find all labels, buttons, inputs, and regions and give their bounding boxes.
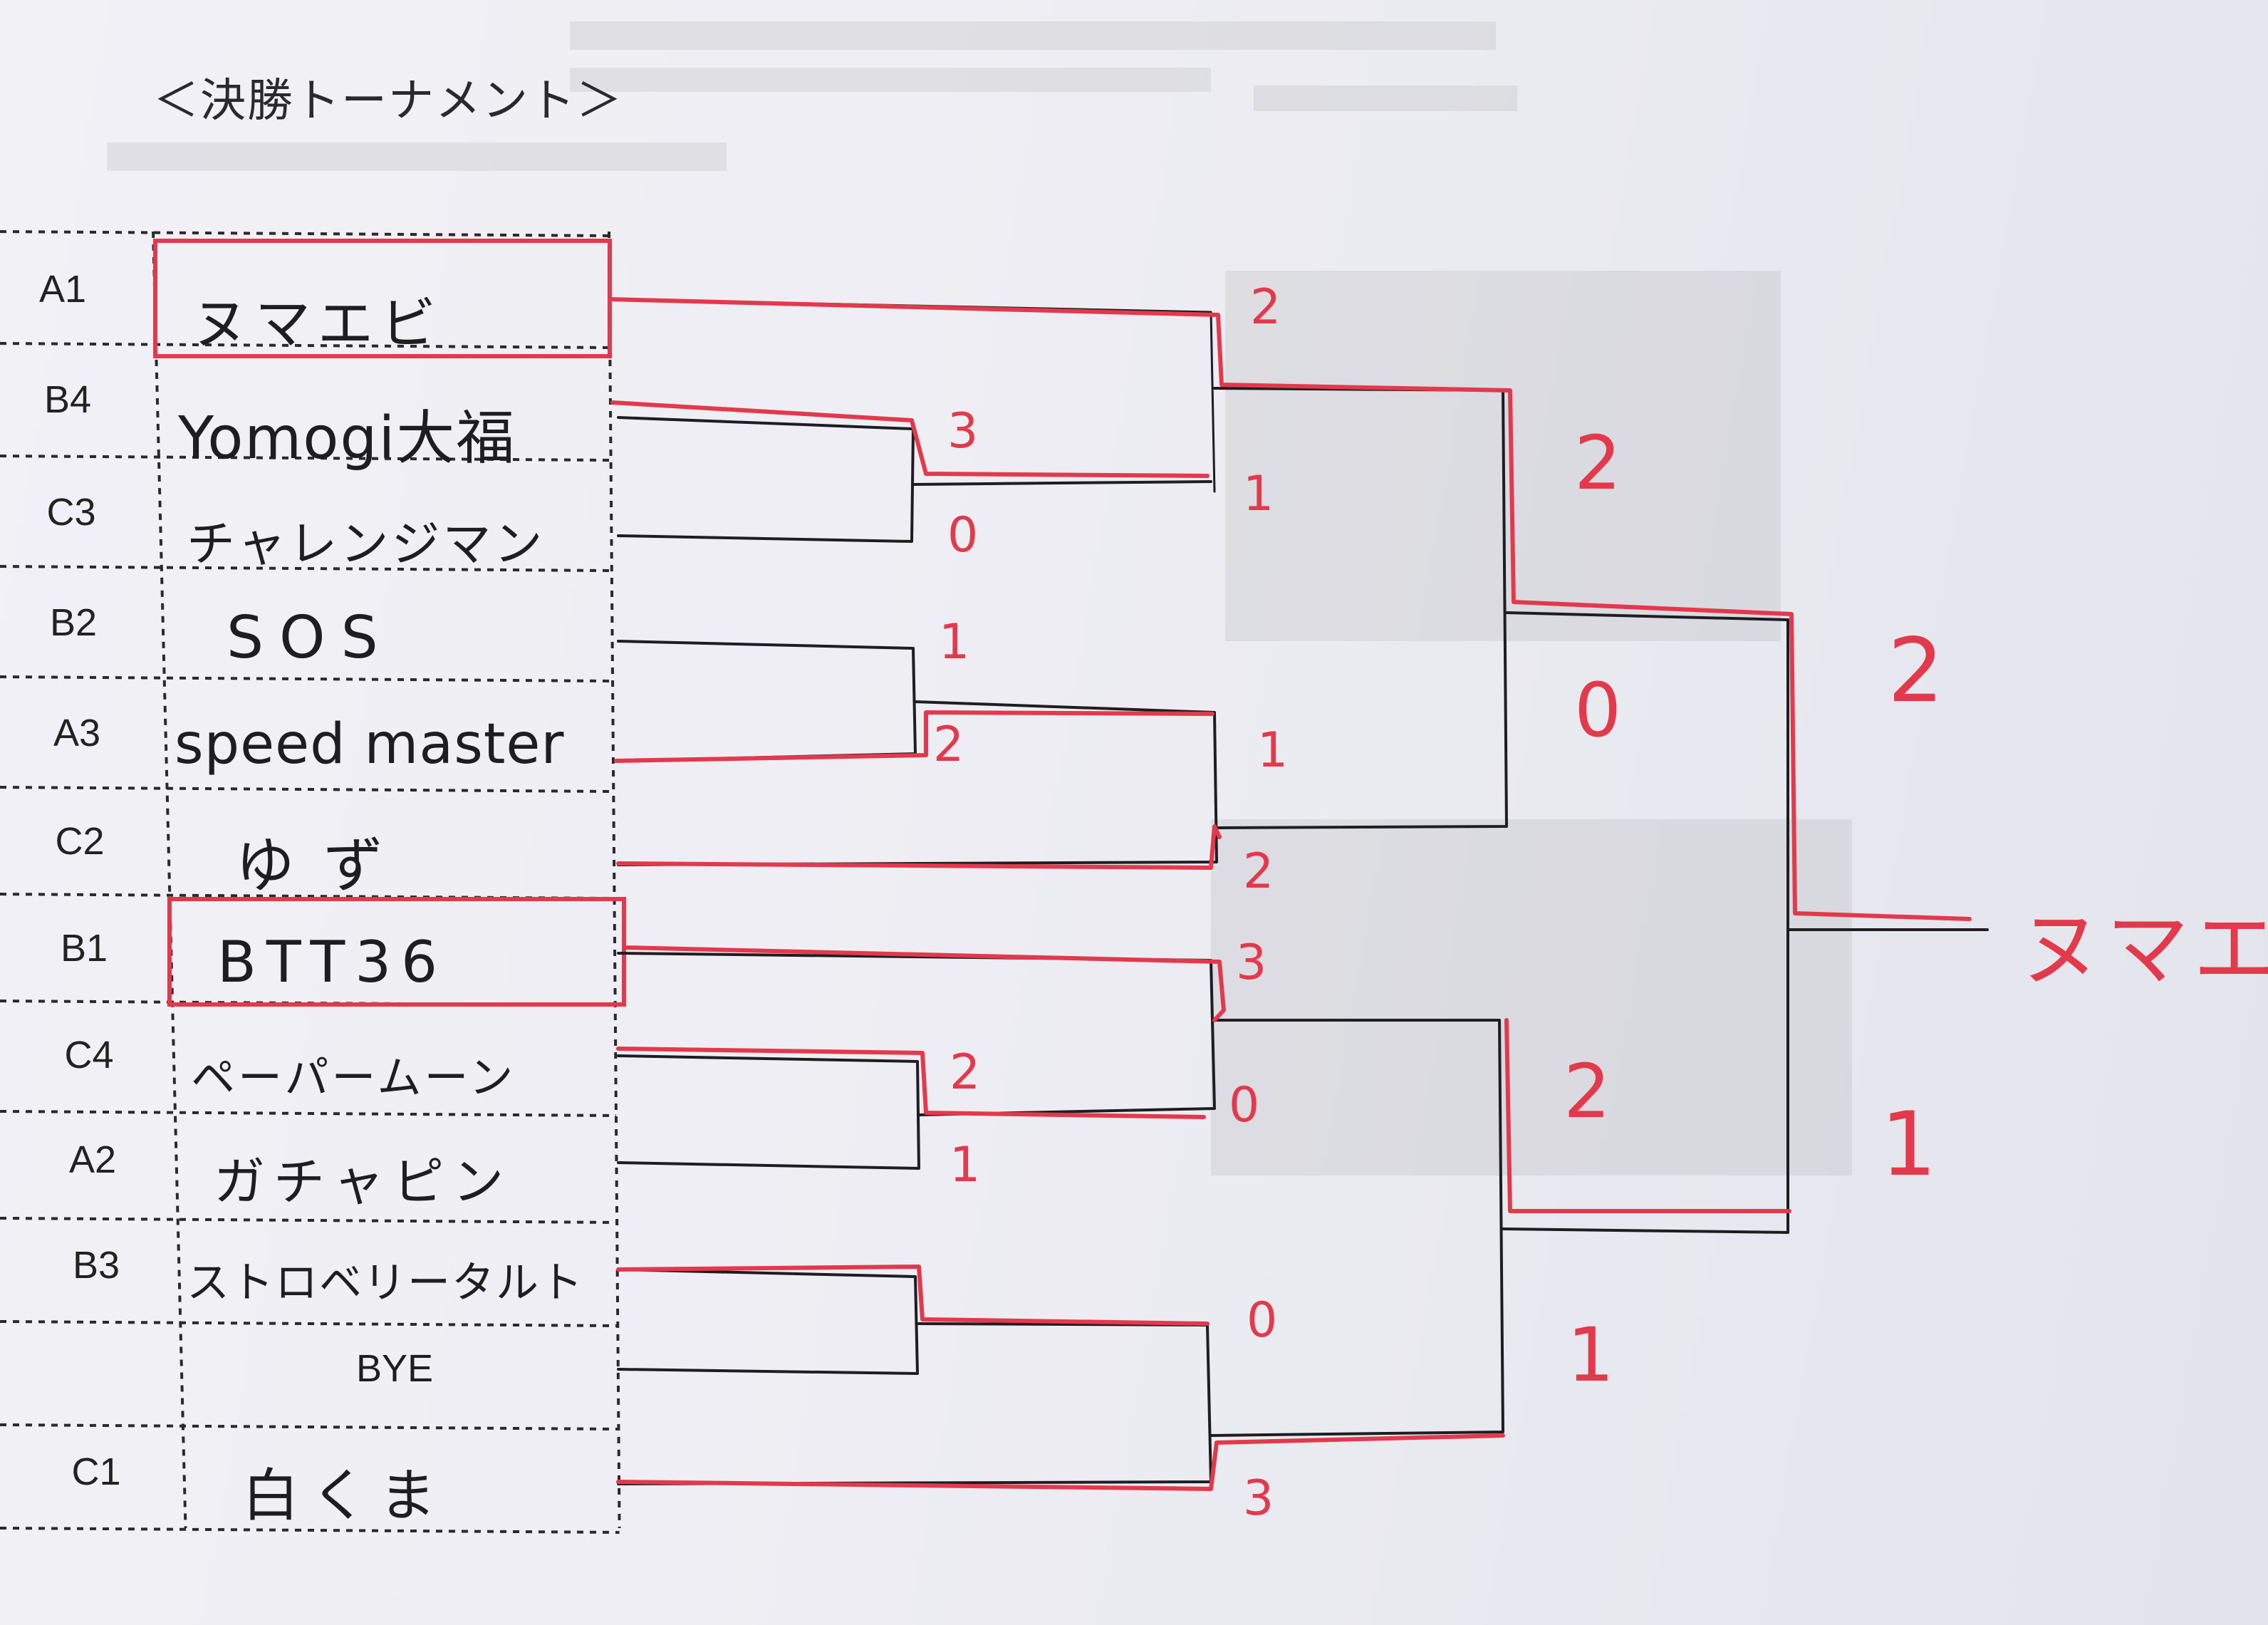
seed-label: B2 xyxy=(49,601,98,644)
seed-label: A2 xyxy=(68,1138,117,1181)
bracket-line-r1-m3 xyxy=(617,1054,920,1170)
champion-name: ヌマエビ xyxy=(2019,901,2268,997)
seed-label: A1 xyxy=(38,268,87,311)
winner-path-sf2 xyxy=(1504,1018,1791,1213)
score-r1-m1-bottom: 0 xyxy=(947,507,979,564)
seed-label: C4 xyxy=(64,1034,114,1076)
score-sf-m2-bottom: 1 xyxy=(1567,1312,1615,1398)
team-name-b1: BTT36 xyxy=(217,929,448,995)
grid-row-line xyxy=(0,230,610,237)
grid-column-line xyxy=(608,231,621,1529)
score-r1-m2-bottom: 2 xyxy=(933,717,964,773)
score-r2-m2-top: 1 xyxy=(1257,722,1289,779)
seed-label: C2 xyxy=(55,820,105,863)
grid-row-line xyxy=(0,675,613,682)
team-name-a3: speed master xyxy=(175,712,565,777)
score-r2-m1-top: 2 xyxy=(1250,279,1281,336)
bracket-line-r2-m1 xyxy=(912,480,1212,486)
winner-path-b4 xyxy=(610,400,1210,478)
grid-row-line xyxy=(0,1110,616,1117)
seed-label: B1 xyxy=(60,927,108,970)
score-sf-m1-bottom: 0 xyxy=(1574,667,1622,754)
winner-path-a1 xyxy=(608,297,1972,921)
grid-column-line xyxy=(152,231,187,1529)
page-title: ＜決勝トーナメント＞ xyxy=(153,75,623,128)
score-r1-m1-top: 3 xyxy=(947,403,979,460)
team-name-a1: ヌマエビ xyxy=(192,292,444,356)
score-r2-m2-bottom: 2 xyxy=(1243,843,1274,900)
team-name-a2: ガチャピン xyxy=(214,1152,513,1212)
team-name-b4: Yomogi大福 xyxy=(178,405,516,472)
winner-path-c1 xyxy=(616,1433,1505,1491)
seed-label: A3 xyxy=(53,712,101,754)
score-r2-m4-top: 0 xyxy=(1247,1292,1278,1349)
team-name-c3: チャレンジマン xyxy=(187,516,546,573)
bracket-line-final xyxy=(1502,611,1789,1234)
grid-row-line xyxy=(0,1527,620,1534)
score-r1-m3-top: 2 xyxy=(950,1044,981,1101)
winner-path-c4 xyxy=(616,1047,1206,1119)
bracket-line-r1-m4 xyxy=(617,1268,919,1375)
winner-path-a3 xyxy=(614,710,1214,763)
team-name-c4: ペーパームーン xyxy=(191,1052,516,1104)
score-r2-m3-top: 3 xyxy=(1236,935,1267,991)
team-name-c1: 白くま xyxy=(242,1463,447,1529)
winner-path-b3 xyxy=(616,1265,1210,1326)
seed-label: C1 xyxy=(71,1450,121,1493)
grid-row-line xyxy=(0,1217,618,1224)
bracket-line-r2-m4 xyxy=(617,1322,1212,1485)
highlight-box-b1 xyxy=(167,897,626,1007)
grid-row-line xyxy=(0,786,614,793)
bracket-line-r1-m1 xyxy=(617,416,915,543)
bracket-line-sf-m2 xyxy=(1210,1019,1504,1437)
score-r2-m1-bottom: 1 xyxy=(1243,466,1274,522)
score-final-bottom: 1 xyxy=(1881,1094,1937,1196)
seed-label: C3 xyxy=(46,491,96,534)
seed-label: B3 xyxy=(72,1244,120,1287)
score-final-top: 2 xyxy=(1888,620,1944,722)
grid-row-line xyxy=(0,1423,619,1431)
score-sf-m2-top: 2 xyxy=(1564,1048,1611,1135)
score-r2-m4-bottom: 3 xyxy=(1243,1470,1274,1527)
team-name-c2: ゆず xyxy=(235,831,412,900)
score-sf-m1-top: 2 xyxy=(1574,420,1622,507)
score-r1-m3-bottom: 1 xyxy=(950,1137,981,1193)
bracket-line-r2-m2 xyxy=(617,700,1218,866)
bracket-line-r2-m3 xyxy=(617,952,1216,1116)
team-name-b3: ストロベリータルト xyxy=(187,1258,584,1308)
winner-path-b1 xyxy=(622,945,1226,1022)
winner-path-c2 xyxy=(616,824,1222,870)
grid-row-line xyxy=(0,1320,618,1327)
team-name-b2: SOS xyxy=(227,604,394,672)
score-r2-m3-bottom: 0 xyxy=(1229,1077,1260,1133)
bracket-line-r1-m2 xyxy=(617,640,917,762)
score-r1-m2-top: 1 xyxy=(939,614,970,670)
team-name-bye: BYE xyxy=(356,1347,434,1390)
seed-label: B4 xyxy=(43,378,92,421)
